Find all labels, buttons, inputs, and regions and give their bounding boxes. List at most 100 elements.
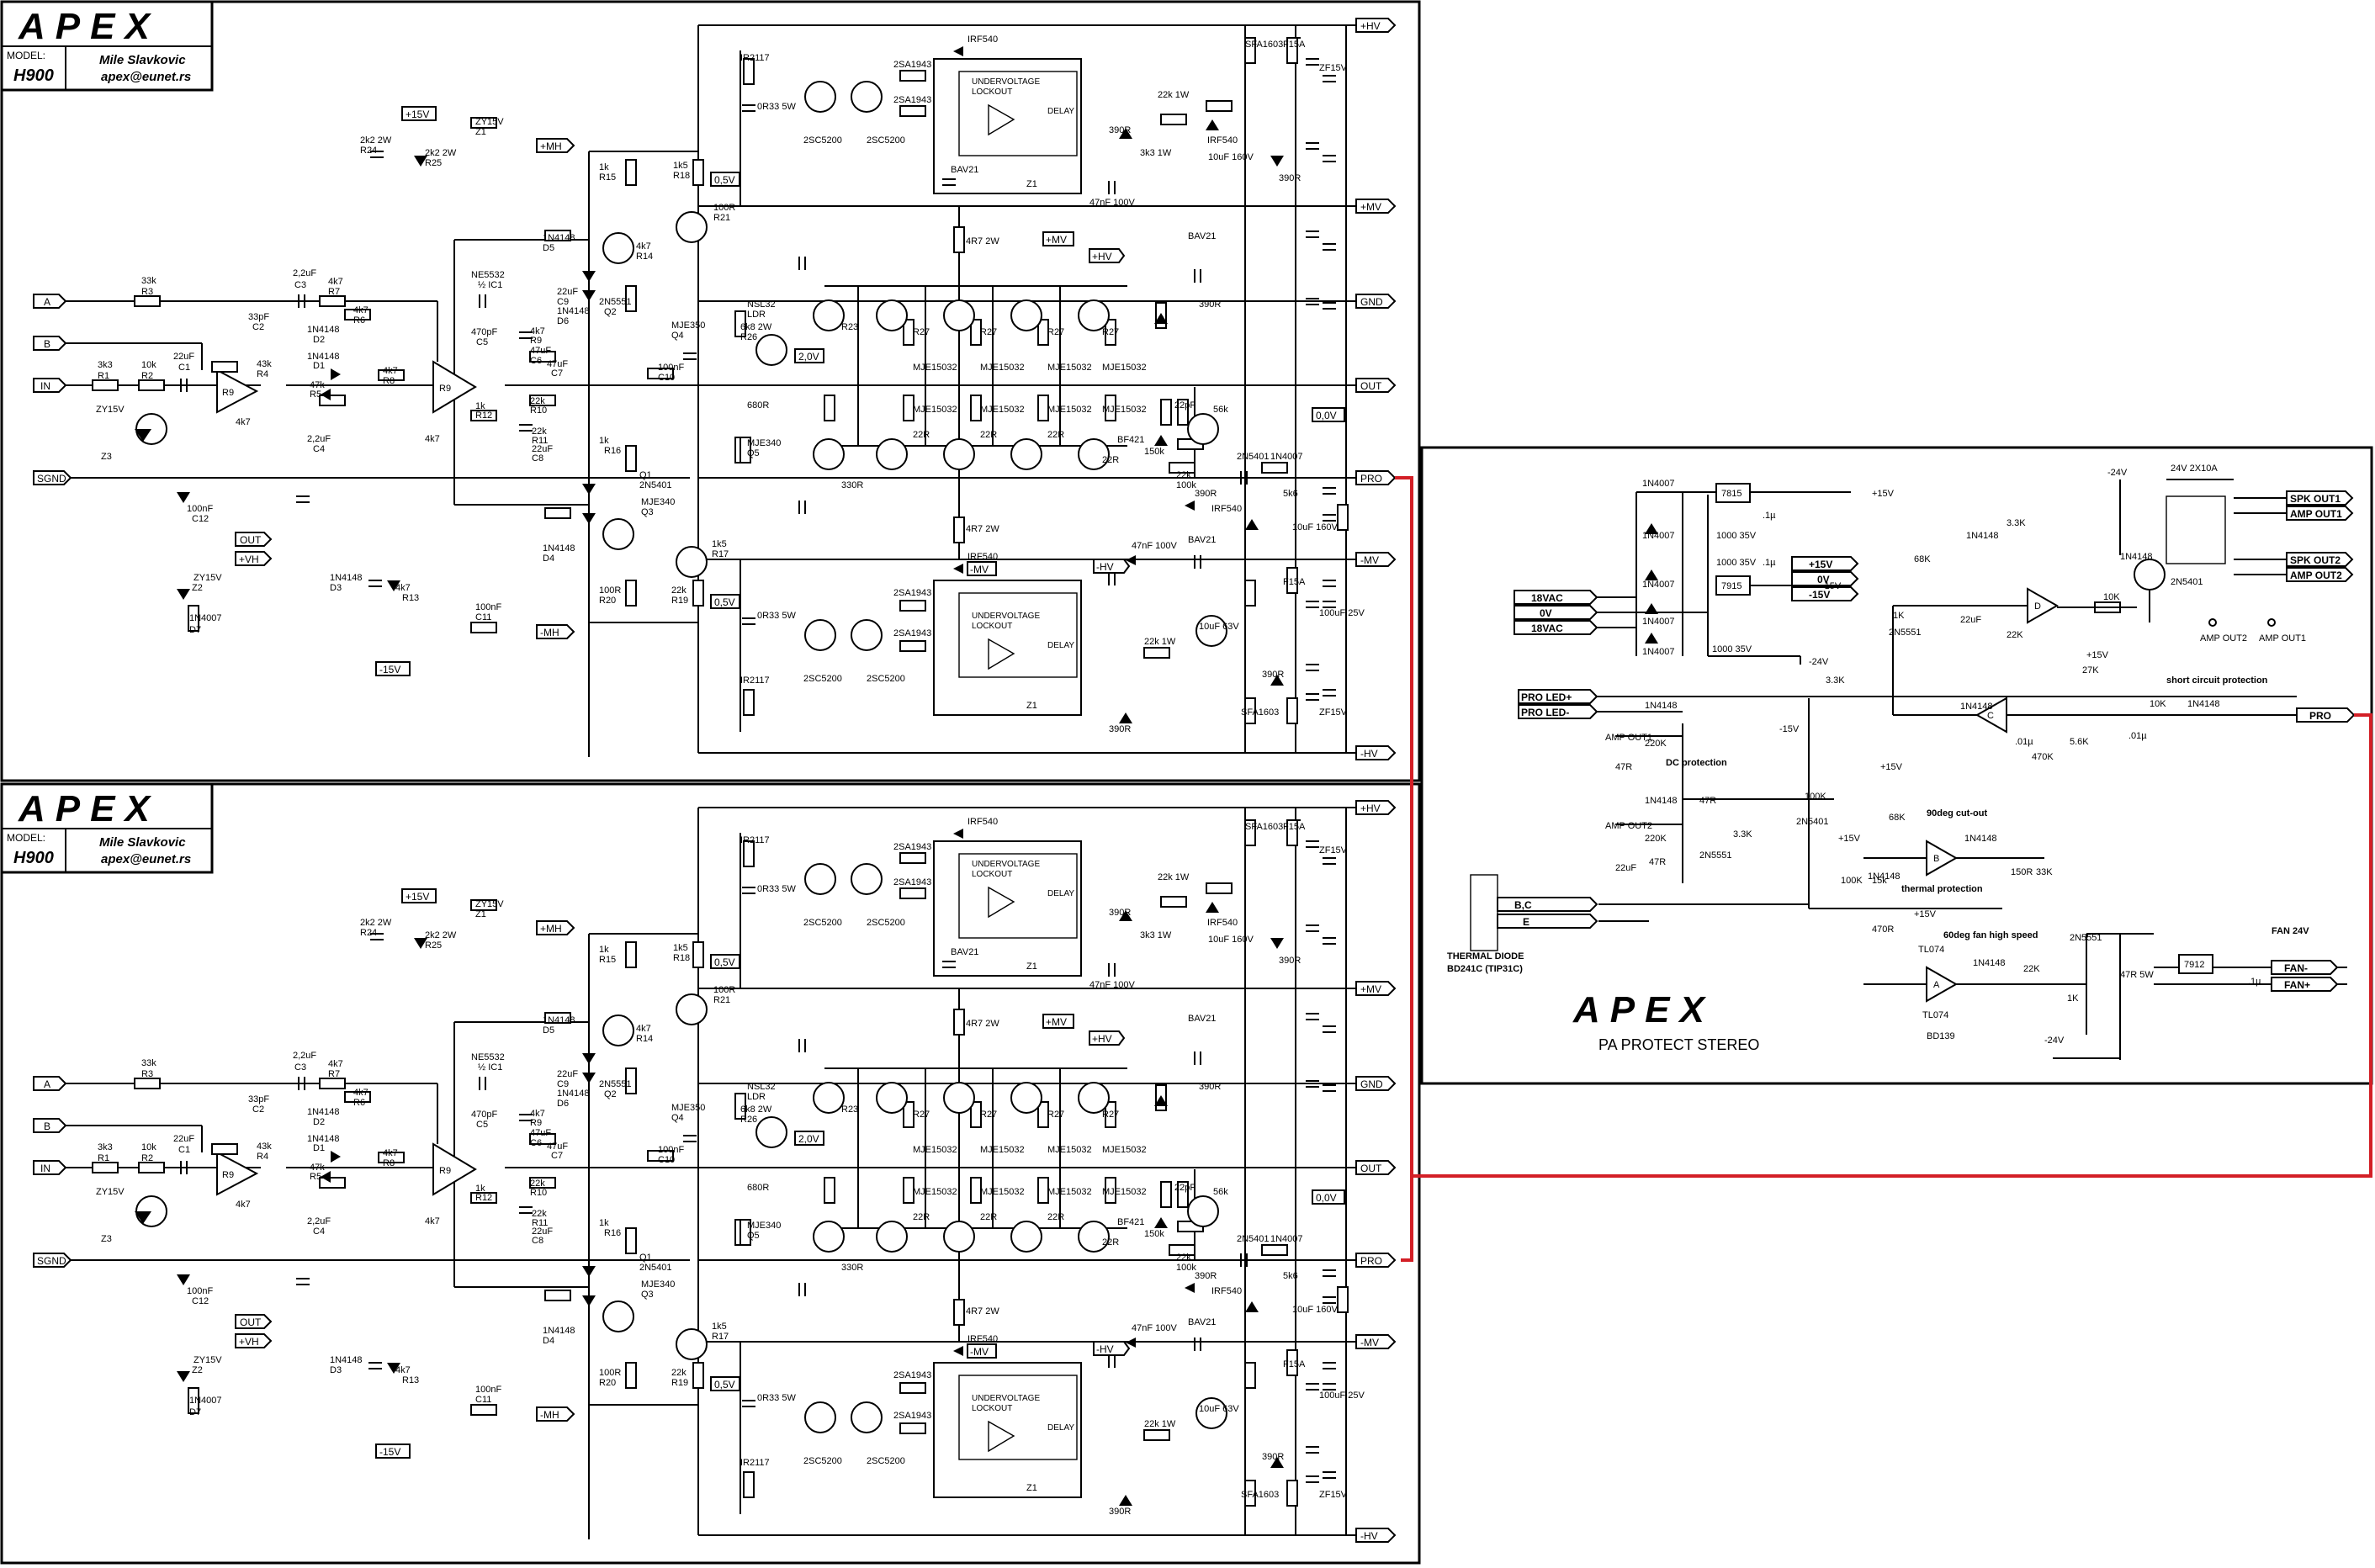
svg-text:10K: 10K xyxy=(2103,592,2120,602)
svg-text:DELAY: DELAY xyxy=(1047,107,1074,116)
svg-text:C6: C6 xyxy=(530,356,542,366)
svg-text:AMP OUT2: AMP OUT2 xyxy=(2290,569,2342,581)
svg-text:-HV: -HV xyxy=(1360,748,1378,760)
svg-text:D4: D4 xyxy=(543,554,554,564)
svg-text:2N5551: 2N5551 xyxy=(599,297,632,307)
svg-text:22k 1W: 22k 1W xyxy=(1144,637,1176,647)
svg-text:+15V: +15V xyxy=(1914,909,1937,919)
svg-text:0R33 5W: 0R33 5W xyxy=(757,102,796,112)
svg-text:3.3K: 3.3K xyxy=(2007,518,2026,528)
transistors xyxy=(135,81,1227,651)
protect-title: PA PROTECT STEREO xyxy=(1598,1036,1759,1053)
svg-text:MJE15032: MJE15032 xyxy=(980,363,1025,373)
svg-text:390R: 390R xyxy=(1195,489,1217,499)
svg-text:220K: 220K xyxy=(1645,739,1667,749)
svg-text:2SC5200: 2SC5200 xyxy=(867,135,905,146)
svg-text:C10: C10 xyxy=(658,373,675,383)
svg-text:thermal protection: thermal protection xyxy=(1901,884,1983,894)
svg-text:0V: 0V xyxy=(1540,607,1552,619)
pro-interconnect xyxy=(1395,476,2372,1262)
svg-text:R9: R9 xyxy=(530,336,542,346)
svg-text:+15V: +15V xyxy=(1838,834,1861,844)
svg-text:FAN-: FAN- xyxy=(2284,962,2308,974)
svg-text:D6: D6 xyxy=(557,316,569,326)
svg-text:+15V: +15V xyxy=(2086,650,2109,660)
svg-text:BAV21: BAV21 xyxy=(951,165,978,175)
svg-text:Q1: Q1 xyxy=(639,470,652,480)
capacitors xyxy=(180,37,1336,701)
svg-text:R13: R13 xyxy=(402,593,419,603)
relay-section: 24V 2X10A -24V SPK OUT1 AMP OUT1 SPK OUT… xyxy=(2057,464,2354,644)
svg-text:47k: 47k xyxy=(310,380,325,390)
svg-text:10K: 10K xyxy=(2150,699,2166,709)
svg-text:2N5401: 2N5401 xyxy=(1237,452,1270,462)
svg-text:33pF: 33pF xyxy=(248,312,269,322)
svg-text:7912: 7912 xyxy=(2184,960,2204,970)
svg-text:22R: 22R xyxy=(980,430,997,440)
svg-text:-24V: -24V xyxy=(2107,468,2128,478)
svg-text:3k3: 3k3 xyxy=(98,360,113,370)
svg-text:2SA1943: 2SA1943 xyxy=(893,60,931,70)
title-block: APEX MODEL: H900 Mile Slavkovic apex@eun… xyxy=(0,0,214,92)
svg-text:Q5: Q5 xyxy=(747,448,760,458)
svg-text:Z1: Z1 xyxy=(475,127,486,137)
svg-text:Z2: Z2 xyxy=(192,583,203,593)
svg-text:2SA1943: 2SA1943 xyxy=(893,628,931,638)
svg-text:R19: R19 xyxy=(671,596,688,606)
svg-text:R23: R23 xyxy=(841,322,858,332)
svg-text:100k: 100k xyxy=(1176,480,1196,490)
svg-text:AMP OUT1: AMP OUT1 xyxy=(2290,508,2342,520)
svg-text:390R: 390R xyxy=(1262,670,1284,680)
diodes xyxy=(135,46,1284,723)
svg-text:B: B xyxy=(44,338,50,350)
input-ports: A B IN SGND xyxy=(33,294,72,485)
svg-text:22R: 22R xyxy=(913,430,930,440)
svg-text:R15: R15 xyxy=(599,172,616,183)
gate-driver-ir2117-top: UNDERVOLTAGE LOCKOUT DELAY Z1 xyxy=(933,58,1082,194)
svg-text:MJE340: MJE340 xyxy=(747,438,781,448)
opamp-ic1b: R9 4k7 xyxy=(425,360,477,444)
svg-text:390R: 390R xyxy=(1199,299,1221,310)
svg-text:+15V: +15V xyxy=(1872,489,1895,499)
svg-text:BF421: BF421 xyxy=(1117,435,1144,445)
svg-text:4k7: 4k7 xyxy=(383,366,398,376)
svg-text:100R: 100R xyxy=(713,203,735,213)
svg-text:R26: R26 xyxy=(740,332,757,342)
svg-text:TL074: TL074 xyxy=(1918,945,1944,955)
svg-text:Z1: Z1 xyxy=(1026,701,1037,711)
svg-text:D1: D1 xyxy=(313,361,325,371)
svg-text:Q3: Q3 xyxy=(641,507,654,517)
svg-text:150R: 150R xyxy=(2011,867,2033,877)
svg-text:470K: 470K xyxy=(2032,752,2054,762)
svg-text:3.3K: 3.3K xyxy=(1826,675,1845,686)
svg-text:1K: 1K xyxy=(1893,611,1905,621)
supply-minus-15v: -15V xyxy=(375,661,411,676)
svg-text:DELAY: DELAY xyxy=(1047,641,1074,650)
protection-wiring xyxy=(1597,605,2347,1060)
svg-text:47R 5W: 47R 5W xyxy=(2120,970,2154,980)
svg-text:BD139: BD139 xyxy=(1927,1031,1955,1041)
svg-text:+VH: +VH xyxy=(239,554,259,565)
svg-text:4k7: 4k7 xyxy=(425,434,440,444)
port-mh-plus: +MH xyxy=(536,138,575,153)
svg-text:2N5401: 2N5401 xyxy=(1796,817,1829,827)
svg-text:ZY15V: ZY15V xyxy=(475,117,504,127)
svg-text:47uF: 47uF xyxy=(530,346,551,356)
svg-text:AMP OUT2: AMP OUT2 xyxy=(2200,633,2247,644)
svg-text:D3: D3 xyxy=(330,583,342,593)
svg-text:R3: R3 xyxy=(141,287,153,297)
port-hv-minus-inner: -HV xyxy=(1093,559,1131,574)
svg-text:A: A xyxy=(1933,980,1940,990)
svg-text:10uF 63V: 10uF 63V xyxy=(1199,622,1239,632)
svg-text:SFA1603: SFA1603 xyxy=(1241,707,1279,718)
svg-text:47R: 47R xyxy=(1615,762,1632,772)
port-hv-inner: +HV xyxy=(1089,248,1126,263)
port-amp-out1: AMP OUT1 xyxy=(2286,506,2354,521)
svg-text:4k7: 4k7 xyxy=(236,417,251,427)
rail-0v: 0V xyxy=(1791,571,1859,586)
svg-text:AMP OUT1: AMP OUT1 xyxy=(2259,633,2306,644)
port-in: IN xyxy=(33,378,67,393)
svg-text:C4: C4 xyxy=(313,444,325,454)
port-0v: 0V xyxy=(1514,605,1598,620)
svg-text:0,0V: 0,0V xyxy=(1316,410,1337,421)
